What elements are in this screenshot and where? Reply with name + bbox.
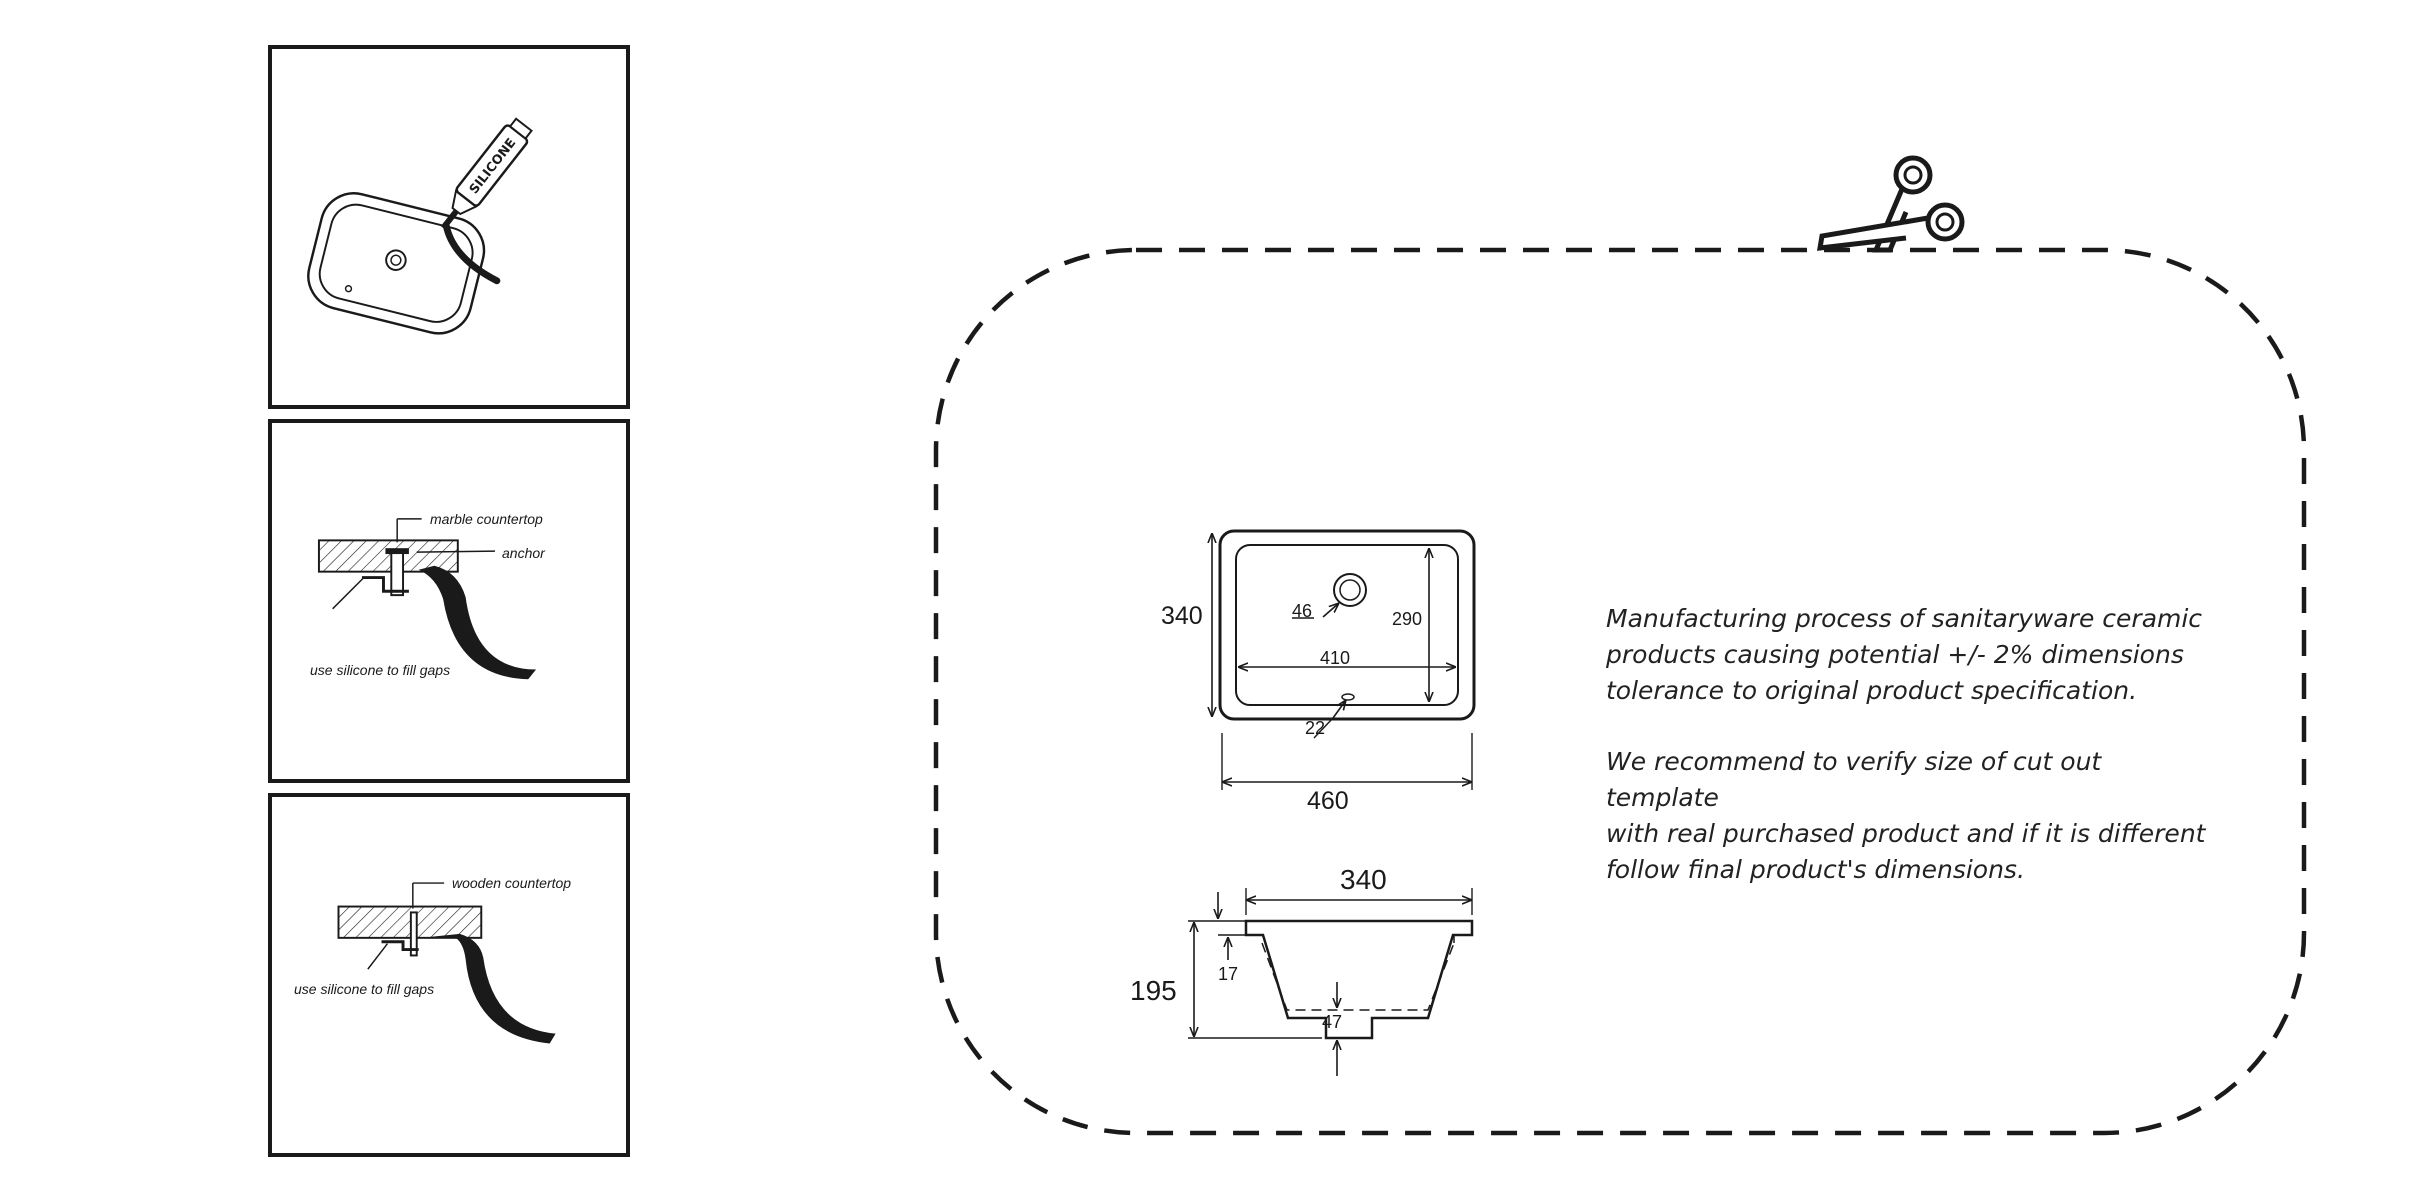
step-2-marble-countertop-panel: marble countertop anchor use silicone to… <box>268 419 630 783</box>
basin-height-dimension: 340 <box>1161 602 1203 630</box>
verify-size-note-line: We recommend to verify size of cut out t… <box>1606 747 2102 812</box>
basin-top-view <box>1218 529 1476 721</box>
overflow-diameter-dimension: 22 <box>1305 718 1326 738</box>
step-1-apply-silicone-panel: SILICONE <box>268 45 630 409</box>
basin-total-height-dimension: 195 <box>1130 975 1177 1006</box>
silicone-application-illustration: SILICONE <box>307 117 533 335</box>
scissors-icon <box>1816 155 1965 253</box>
wooden-countertop-section-diagram <box>337 882 556 1044</box>
tolerance-note-line: tolerance to original product specificat… <box>1606 676 2138 705</box>
silicone-gap-label: use silicone to fill gaps <box>310 662 451 678</box>
tolerance-note-line: Manufacturing process of sanitaryware ce… <box>1606 604 2203 633</box>
silicone-gap-label: use silicone to fill gaps <box>294 981 435 997</box>
basin-side-view <box>1244 919 1474 1040</box>
marble-countertop-label: marble countertop <box>430 511 543 527</box>
marble-countertop-section-diagram <box>317 518 537 680</box>
cut-out-outline <box>933 247 2307 1136</box>
verify-size-note-line: follow final product's dimensions. <box>1606 855 2025 884</box>
step-3-wooden-countertop-panel: wooden countertop use silicone to fill g… <box>268 793 630 1157</box>
basin-depth-dimension: 340 <box>1340 864 1387 895</box>
tolerance-note-line: products causing potential +/- 2% dimens… <box>1606 640 2184 669</box>
tolerance-note: Manufacturing process of sanitaryware ce… <box>1606 601 2206 709</box>
drain-height-dimension: 47 <box>1322 1012 1343 1032</box>
basin-width-dimension: 460 <box>1307 787 1349 815</box>
verify-size-note: We recommend to verify size of cut out t… <box>1606 744 2206 888</box>
verify-size-note-line: with real purchased product and if it is… <box>1606 819 2206 848</box>
anchor-label: anchor <box>502 545 545 561</box>
drain-diameter-dimension: 46 <box>1292 601 1313 621</box>
wooden-countertop-label: wooden countertop <box>452 875 572 891</box>
basin-inner-width-dimension: 410 <box>1320 648 1351 668</box>
rim-height-dimension: 17 <box>1218 964 1239 984</box>
basin-inner-height-dimension: 290 <box>1392 609 1423 629</box>
